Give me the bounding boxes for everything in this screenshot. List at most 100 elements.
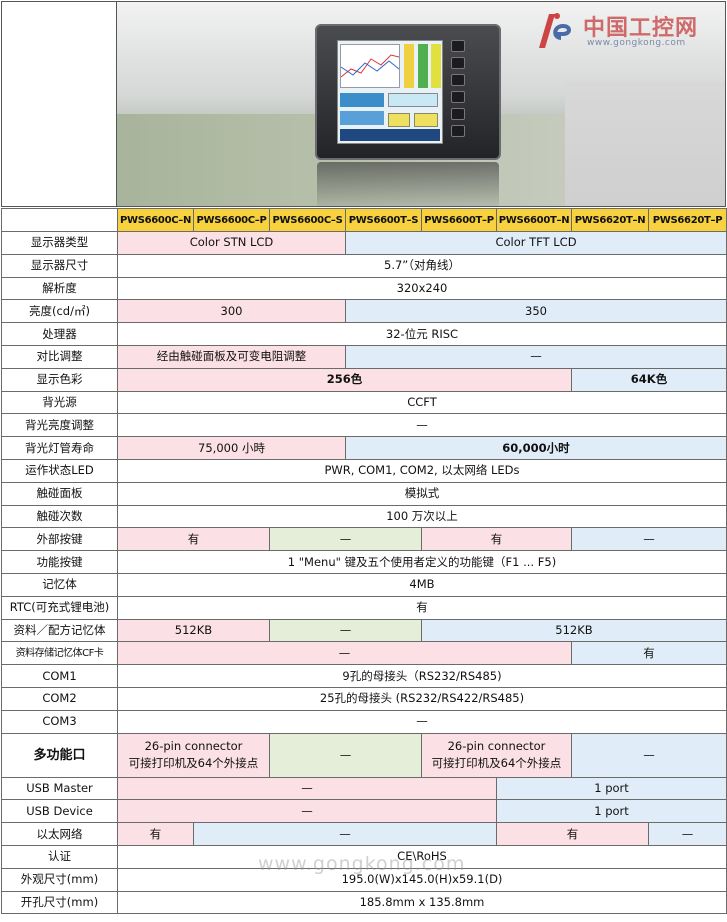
table-row: 显示色彩 256色 64K色 — [1, 367, 727, 392]
spec-value: — — [571, 527, 727, 552]
table-row: 背光灯管寿命 75,000 小時 60,000小时 — [1, 436, 727, 460]
model-cell: PWS6600C–N — [117, 208, 194, 232]
spec-value: 350 — [345, 299, 727, 324]
spec-value: 有 — [496, 822, 649, 846]
spec-value: — — [117, 799, 497, 824]
row-label: 认证 — [1, 844, 118, 869]
hmi-key-icon — [451, 74, 465, 86]
spec-value: — — [269, 732, 422, 778]
spec-value: 75,000 小時 — [117, 436, 346, 460]
spec-value: — — [117, 641, 572, 666]
hmi-function-keys — [451, 40, 467, 150]
model-cell: PWS6600C–S — [269, 208, 346, 232]
hmi-screen — [337, 40, 443, 144]
hmi-key-icon — [451, 108, 465, 120]
row-label: 资料存储记忆体CF卡 — [1, 641, 118, 666]
hmi-device — [315, 24, 501, 160]
hmi-key-icon — [451, 57, 465, 69]
product-photo: 中国工控网 www.gongkong.com — [117, 1, 726, 207]
spec-value: PWR, COM1, COM2, 以太网络 LEDs — [117, 458, 727, 483]
spec-value: 1 port — [496, 799, 727, 824]
row-label: 记忆体 — [1, 572, 118, 597]
spec-table: PWS6600C–N PWS6600C–P PWS6600C–S PWS6600… — [1, 208, 727, 915]
spec-value-line: 26-pin connector — [447, 739, 546, 754]
spec-value: 64K色 — [571, 367, 727, 392]
spec-value-line: 26-pin connector — [144, 739, 243, 754]
spec-value: CCFT — [117, 390, 727, 415]
spec-value: Color TFT LCD — [345, 231, 727, 255]
spec-value: 256色 — [117, 367, 572, 392]
spec-value: — — [269, 618, 422, 643]
row-label: 背光亮度调整 — [1, 413, 118, 438]
spec-value: — — [648, 822, 727, 846]
model-cell: PWS6600T–S — [345, 208, 422, 232]
row-label: 处理器 — [1, 322, 118, 346]
spec-value: — — [193, 822, 497, 846]
table-row: 开孔尺寸(mm) 185.8mm x 135.8mm — [1, 890, 727, 915]
table-row: USB Device — 1 port — [1, 799, 727, 824]
row-label: RTC(可充式锂电池) — [1, 595, 118, 620]
row-label: USB Master — [1, 776, 118, 801]
ie-logo-icon — [539, 13, 571, 48]
table-row: 亮度(cd/㎡) 300 350 — [1, 299, 727, 324]
spec-value-line: 可接打印机及64个外接点 — [128, 756, 259, 771]
table-row: 外部按键 有 — 有 — — [1, 527, 727, 552]
hmi-trend-graph — [341, 54, 399, 78]
row-label: 以太网络 — [1, 822, 118, 846]
spec-value: 512KB — [421, 618, 727, 643]
spec-value: 26-pin connector 可接打印机及64个外接点 — [117, 732, 270, 778]
spec-value: 32-位元 RISC — [117, 322, 727, 346]
model-cell: PWS6620T–N — [571, 208, 649, 232]
table-row: 显示器尺寸 5.7”（对角线） — [1, 253, 727, 278]
model-cell: PWS6600C–P — [193, 208, 270, 232]
spec-value: 26-pin connector 可接打印机及64个外接点 — [421, 732, 572, 778]
table-row: 背光源 CCFT — [1, 390, 727, 415]
row-label: 对比调整 — [1, 344, 118, 369]
table-row: 运作状态LED PWR, COM1, COM2, 以太网络 LEDs — [1, 458, 727, 483]
row-label: 资料／配方记忆体 — [1, 618, 118, 643]
spec-value: — — [117, 709, 727, 734]
gongkong-logo: 中国工控网 www.gongkong.com — [531, 6, 721, 54]
spec-value: 4MB — [117, 572, 727, 597]
table-row: 处理器 32-位元 RISC — [1, 322, 727, 346]
table-row: 以太网络 有 — 有 — — [1, 822, 727, 846]
header-blank-cell — [1, 1, 117, 207]
spec-value-line: 可接打印机及64个外接点 — [431, 756, 562, 771]
spec-value: 有 — [117, 595, 727, 620]
header-image-row: 中国工控网 www.gongkong.com — [0, 0, 727, 209]
logo-url-text: www.gongkong.com — [587, 38, 686, 48]
table-row: 记忆体 4MB — [1, 572, 727, 597]
spec-value: 5.7”（对角线） — [117, 253, 727, 278]
spec-value: 有 — [421, 527, 572, 552]
table-row: 对比调整 经由触碰面板及可变电阻调整 — — [1, 344, 727, 369]
row-label: 触碰面板 — [1, 481, 118, 506]
table-row: 资料／配方记忆体 512KB — 512KB — [1, 618, 727, 643]
row-label: 显示色彩 — [1, 367, 118, 392]
spec-value: 有 — [117, 527, 270, 552]
row-label: 背光灯管寿命 — [1, 436, 118, 460]
table-row: USB Master — 1 port — [1, 776, 727, 801]
row-label: COM1 — [1, 664, 118, 688]
model-cell: PWS6600T–N — [496, 208, 572, 232]
table-row: 多功能口 26-pin connector 可接打印机及64个外接点 — 26-… — [1, 732, 727, 778]
table-row: 显示器类型 Color STN LCD Color TFT LCD — [1, 231, 727, 255]
spec-value: 模拟式 — [117, 481, 727, 506]
spec-value: 60,000小时 — [345, 436, 727, 460]
row-label: COM2 — [1, 686, 118, 711]
table-row: 外观尺寸(mm) 195.0(W)x145.0(H)x59.1(D) — [1, 867, 727, 892]
spec-value: 有 — [571, 641, 727, 666]
hmi-key-icon — [451, 125, 465, 137]
row-label: 触碰次数 — [1, 504, 118, 529]
row-label: COM3 — [1, 709, 118, 734]
table-row: 功能按键 1 "Menu" 键及五个使用者定义的功能键（F1 ... F5) — [1, 550, 727, 574]
row-label: 外观尺寸(mm) — [1, 867, 118, 892]
logo-chinese-text: 中国工控网 — [583, 16, 699, 41]
model-cell: PWS6600T–P — [421, 208, 497, 232]
spec-value: — — [117, 413, 727, 438]
spec-value: 185.8mm x 135.8mm — [117, 890, 727, 915]
table-row: COM1 9孔的母接头（RS232/RS485) — [1, 664, 727, 688]
spec-value: — — [269, 527, 422, 552]
photo-wall — [565, 82, 725, 206]
table-row: COM3 — — [1, 709, 727, 734]
